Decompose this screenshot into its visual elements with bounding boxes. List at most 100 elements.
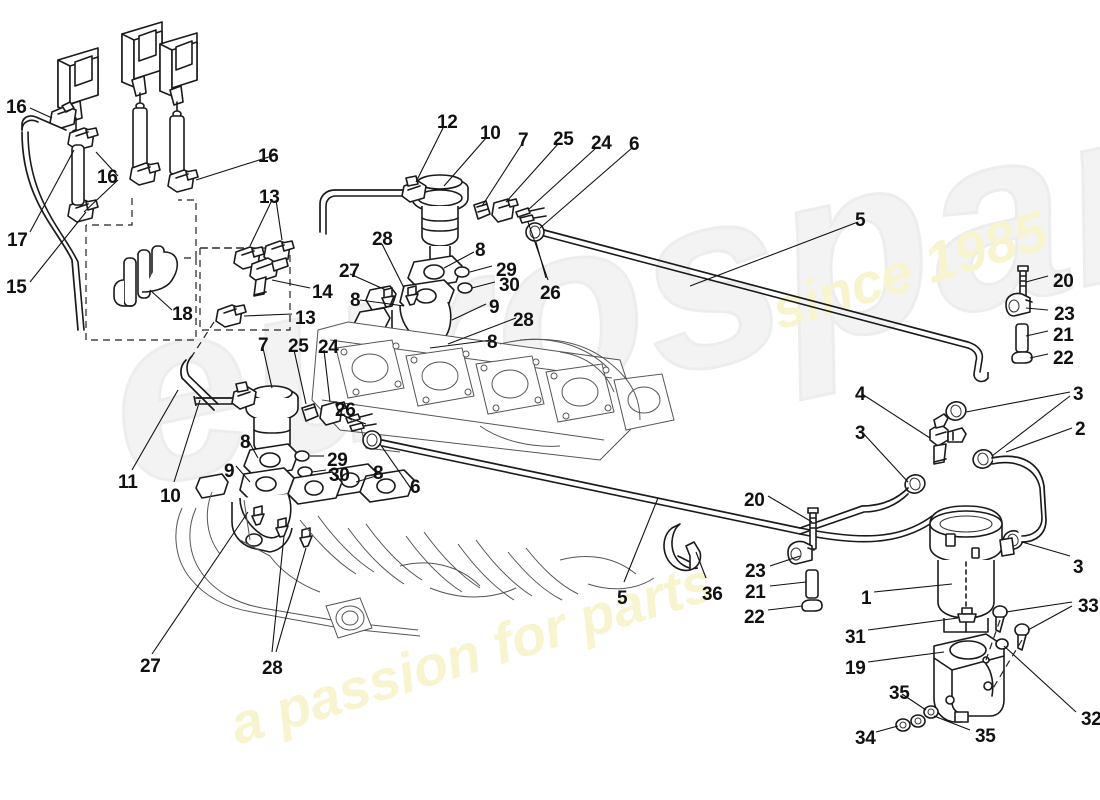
callout-23: 23 bbox=[1054, 304, 1075, 325]
group-box-left bbox=[85, 225, 197, 341]
fitting-7 bbox=[473, 200, 491, 220]
pipe-5-lower bbox=[381, 439, 801, 529]
bolt-27b bbox=[251, 505, 265, 526]
leader-lines bbox=[29, 107, 1077, 733]
clip-22-upper bbox=[1011, 351, 1033, 364]
callout-16: 16 bbox=[97, 167, 118, 188]
callout-13: 13 bbox=[295, 308, 316, 329]
callout-22: 22 bbox=[1053, 348, 1074, 369]
callout-35: 35 bbox=[889, 683, 910, 704]
callout-8: 8 bbox=[350, 290, 361, 311]
callout-9: 9 bbox=[489, 297, 500, 318]
callout-22: 22 bbox=[744, 607, 765, 628]
bracket-9b bbox=[195, 473, 293, 553]
solenoid-valve-group-c bbox=[159, 32, 198, 187]
bolt-26b bbox=[345, 413, 377, 432]
fitting-24b bbox=[319, 401, 347, 426]
callout-2: 2 bbox=[1075, 419, 1086, 440]
hose-clamp-16c bbox=[129, 162, 161, 186]
pipe-5-upper bbox=[543, 229, 969, 343]
callout-30: 30 bbox=[329, 465, 350, 486]
callout-7: 7 bbox=[258, 335, 269, 356]
callout-14: 14 bbox=[312, 282, 333, 303]
callout-6: 6 bbox=[410, 477, 421, 498]
bolt-28d bbox=[299, 527, 313, 548]
bolt-31 bbox=[957, 607, 977, 633]
callout-9: 9 bbox=[224, 461, 235, 482]
group-box-right bbox=[199, 247, 291, 331]
callout-24: 24 bbox=[318, 337, 339, 358]
seal-3-mid bbox=[972, 449, 994, 469]
hose-17 bbox=[71, 144, 85, 206]
callout-13: 13 bbox=[259, 187, 280, 208]
callout-1: 1 bbox=[861, 588, 872, 609]
callout-35: 35 bbox=[975, 726, 996, 747]
fitting-25 bbox=[491, 198, 519, 223]
callout-5: 5 bbox=[855, 210, 866, 231]
intake-manifold-ghost bbox=[311, 321, 675, 461]
callout-20: 20 bbox=[744, 490, 765, 511]
callout-34: 34 bbox=[855, 728, 876, 749]
seal-3-left bbox=[904, 474, 926, 494]
bolt-24 bbox=[515, 207, 547, 224]
callout-11: 11 bbox=[118, 472, 138, 493]
callout-4: 4 bbox=[855, 384, 866, 405]
gasket-8-row bbox=[239, 443, 313, 501]
pipe-cluster-18 bbox=[113, 245, 179, 307]
solenoid-valve-group-b bbox=[121, 21, 163, 183]
callout-7: 7 bbox=[518, 130, 529, 151]
callout-16: 16 bbox=[258, 146, 279, 167]
callout-3: 3 bbox=[855, 423, 866, 444]
callout-15: 15 bbox=[6, 277, 27, 298]
callout-5: 5 bbox=[617, 588, 628, 609]
seal-3-upper bbox=[945, 401, 967, 421]
clip-bracket-36 bbox=[663, 523, 702, 572]
washer-30 bbox=[457, 282, 473, 294]
bolt-20-lower bbox=[807, 507, 819, 550]
hose-clamp-10b bbox=[231, 381, 257, 410]
washer-35b bbox=[923, 705, 939, 719]
washer-35a bbox=[910, 714, 926, 728]
hose-clamp-13b bbox=[263, 240, 295, 264]
sleeve-21-lower bbox=[805, 569, 819, 599]
washer-29 bbox=[454, 266, 470, 278]
callout-30: 30 bbox=[499, 275, 520, 296]
callout-18: 18 bbox=[172, 304, 193, 325]
callout-36: 36 bbox=[702, 584, 723, 605]
hose-2 bbox=[991, 455, 1047, 543]
hose-15 bbox=[21, 115, 67, 131]
callout-16: 16 bbox=[6, 97, 27, 118]
callout-21: 21 bbox=[745, 582, 766, 603]
callout-29: 29 bbox=[327, 450, 348, 471]
bolt-33b bbox=[1014, 623, 1030, 651]
callout-21: 21 bbox=[1053, 325, 1074, 346]
callout-28: 28 bbox=[372, 229, 393, 250]
callout-32: 32 bbox=[1081, 709, 1100, 730]
callout-26: 26 bbox=[540, 283, 561, 304]
callout-28: 28 bbox=[262, 658, 283, 679]
tee-piece-4 bbox=[929, 413, 967, 465]
check-valve-14 bbox=[249, 257, 289, 297]
clip-22-lower bbox=[801, 599, 823, 612]
seal-6b bbox=[362, 430, 382, 450]
callout-29: 29 bbox=[496, 260, 517, 281]
callout-8: 8 bbox=[373, 463, 384, 484]
exhaust-manifold-ghost bbox=[175, 491, 655, 639]
gasket-8-upper bbox=[407, 255, 463, 289]
callout-8: 8 bbox=[240, 432, 251, 453]
callout-3: 3 bbox=[1073, 557, 1084, 578]
bolt-27 bbox=[381, 287, 395, 308]
hose-clamp-16d bbox=[167, 169, 199, 193]
nut-34 bbox=[895, 718, 911, 732]
callout-19: 19 bbox=[845, 658, 866, 679]
callout-10: 10 bbox=[160, 486, 181, 507]
callout-25: 25 bbox=[288, 336, 309, 357]
bolt-33a bbox=[992, 605, 1008, 633]
bolt-28a bbox=[405, 285, 419, 306]
sleeve-21-upper bbox=[1015, 323, 1029, 353]
callout-10: 10 bbox=[480, 123, 501, 144]
callout-24: 24 bbox=[591, 133, 612, 154]
callout-25: 25 bbox=[553, 129, 574, 150]
